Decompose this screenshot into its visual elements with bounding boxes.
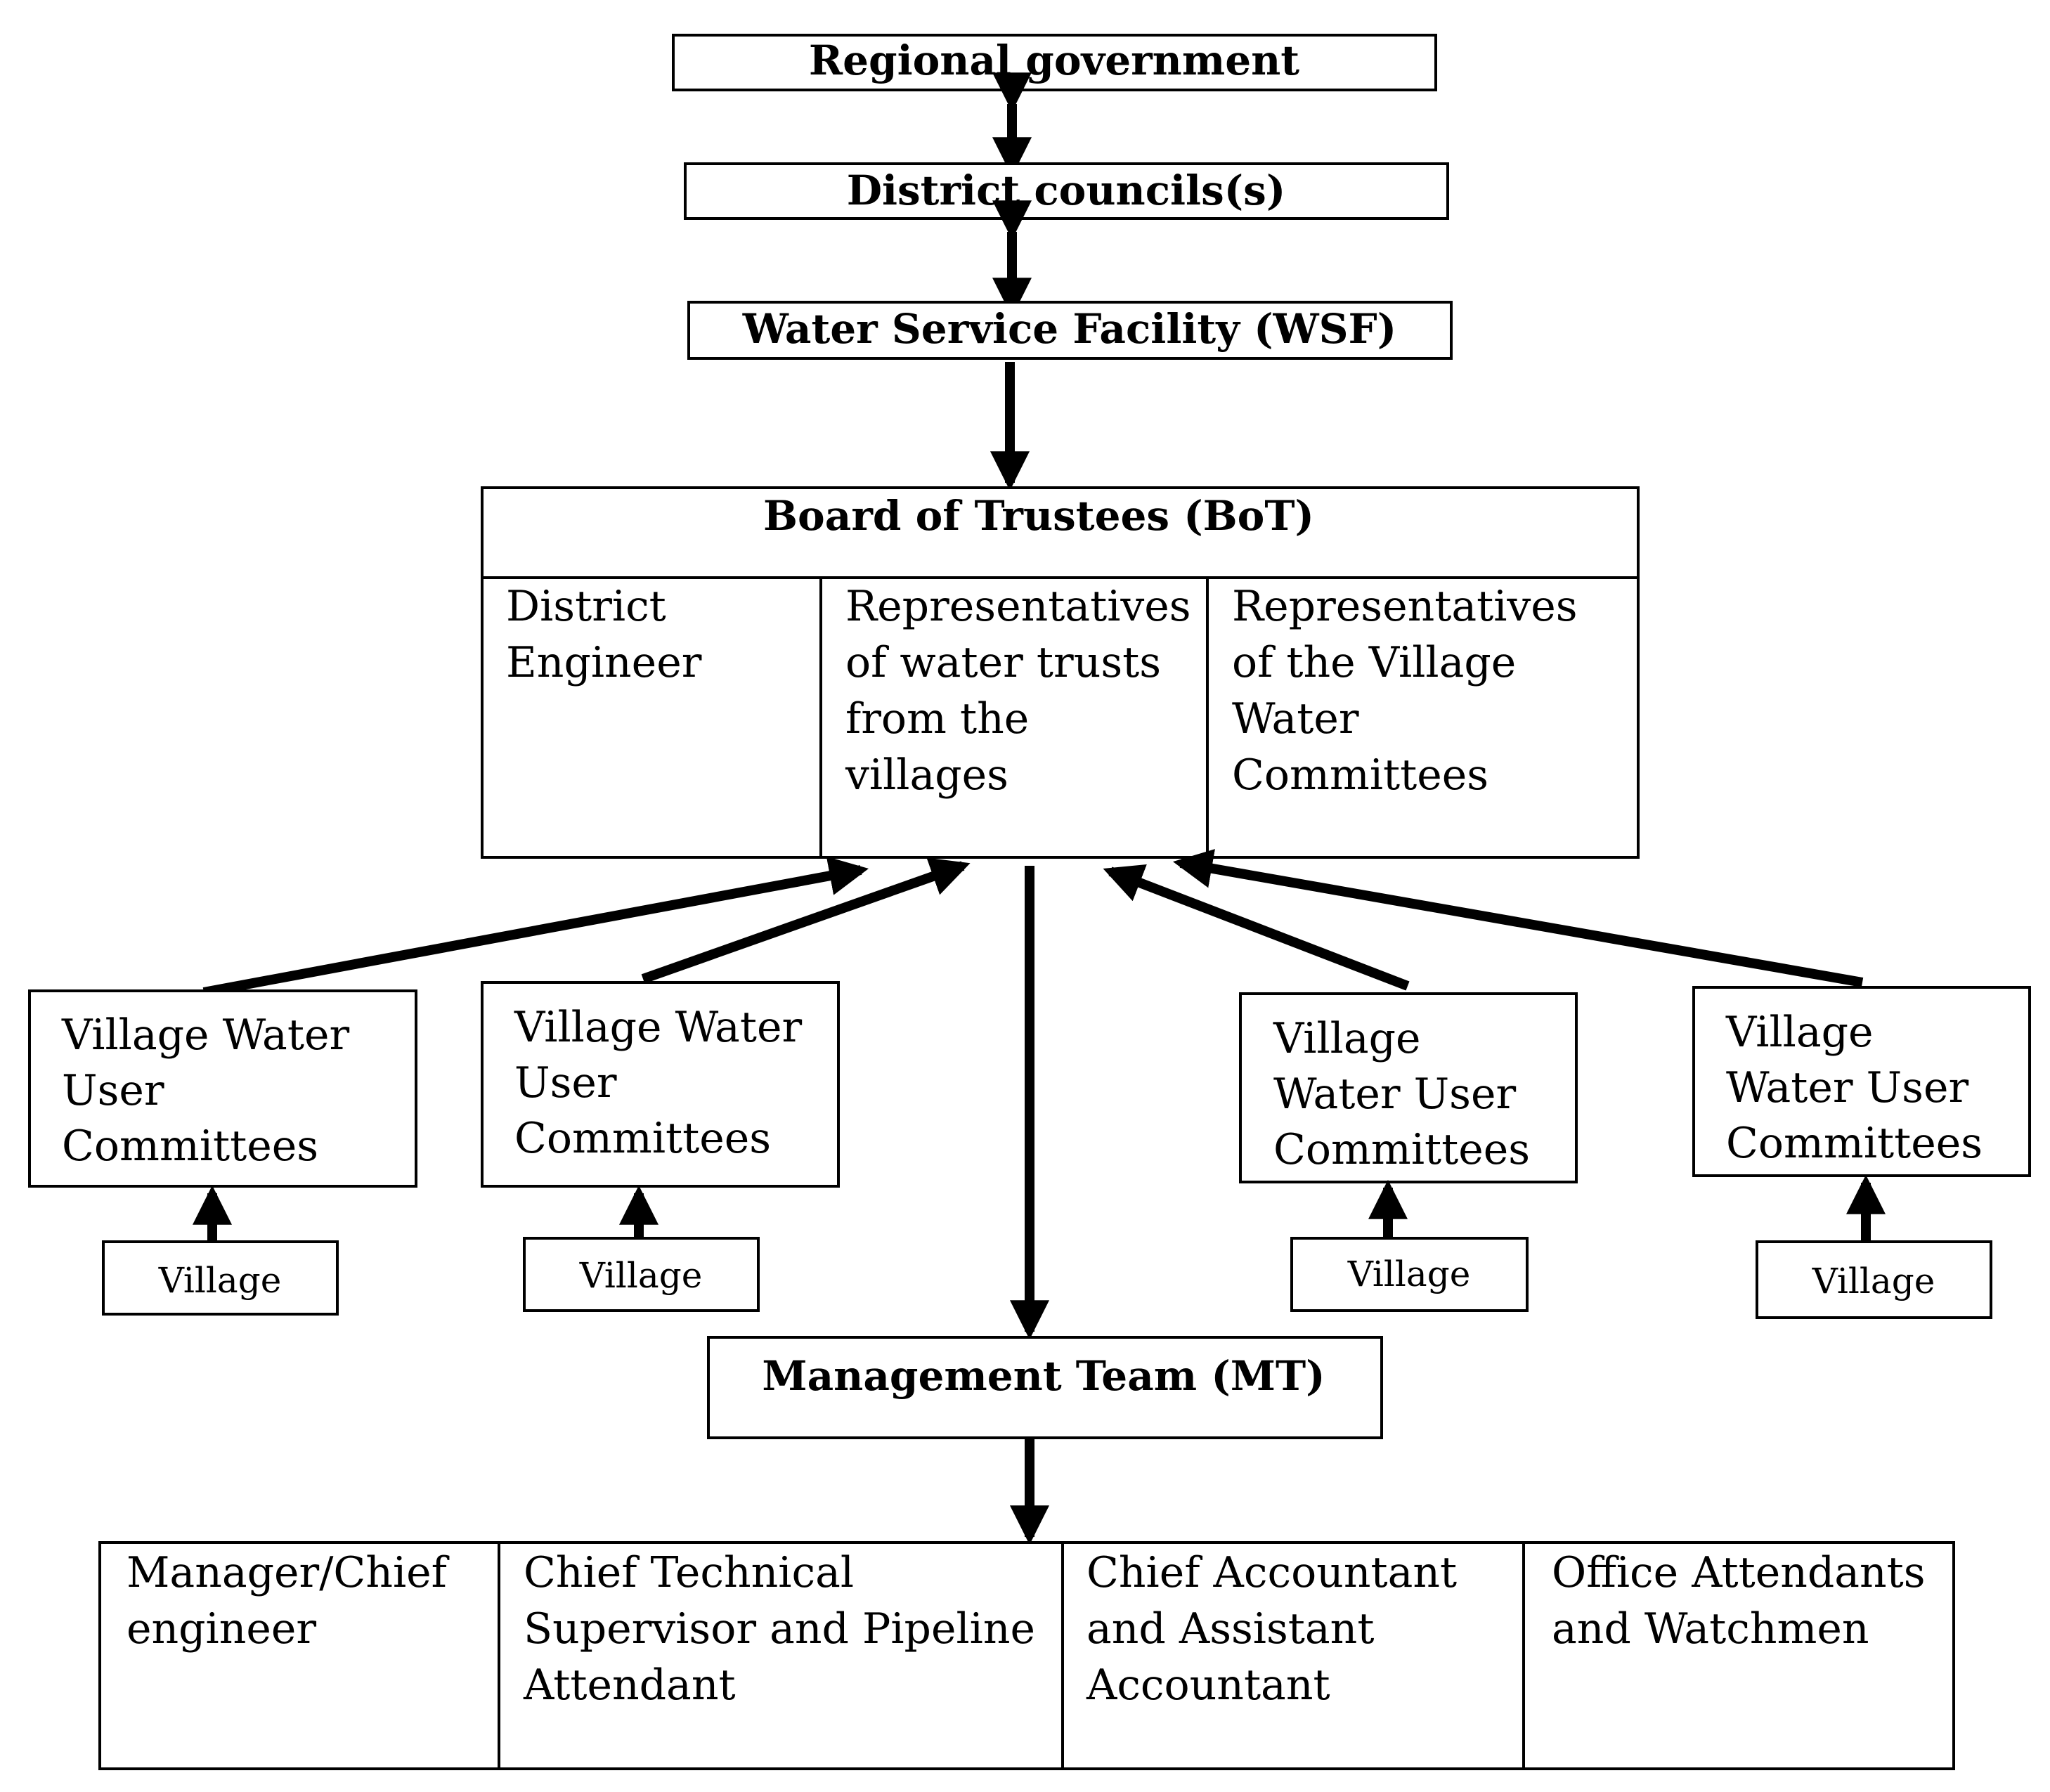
board-of-trustees: Board of Trustees (BoT) District Enginee… — [481, 486, 1640, 859]
board-title: Board of Trustees (BoT) — [763, 492, 1314, 540]
management-member-technical-supervisor: Chief Technical Supervisor and Pipeline … — [523, 1548, 1049, 1710]
management-team-title: Management Team (MT) — [762, 1352, 1325, 1400]
management-member-attendants: Office Attendants and Watchmen — [1552, 1548, 1939, 1654]
management-team-node: Management Team (MT) — [707, 1336, 1383, 1439]
management-staff-table: Manager/Chief engineer Chief Technical S… — [98, 1541, 1955, 1770]
management-member-manager: Manager/Chief engineer — [126, 1548, 460, 1654]
board-member-village-water-committees: Representatives of the Village Water Com… — [1232, 582, 1591, 800]
village-label-4: Village — [1812, 1261, 1935, 1301]
village-label-1: Village — [158, 1260, 282, 1301]
regional-government-label: Regional government — [809, 37, 1299, 84]
board-member-district-engineer: District Engineer — [506, 582, 702, 687]
village-node-3: Village — [1290, 1237, 1529, 1312]
district-councils-label: District councils(s) — [847, 167, 1286, 214]
committee-4-board-arrow — [1172, 849, 1864, 987]
committee-node-2: Village Water User Committees — [481, 981, 840, 1188]
management-member-accountant: Chief Accountant and Assistant Accountan… — [1086, 1548, 1470, 1710]
village-label-2: Village — [579, 1255, 703, 1296]
committee-label-1: Village Water User Committees — [61, 1011, 363, 1171]
district-councils-node: District councils(s) — [684, 162, 1449, 220]
wsf-node: Water Service Facility (WSF) — [687, 301, 1453, 360]
committee-label-3: Village Water User Committees — [1273, 1014, 1530, 1174]
committee-3-board-arrow — [1103, 864, 1410, 991]
board-member-water-trusts: Representatives of water trusts from the… — [845, 582, 1205, 800]
regional-government-node: Regional government — [672, 34, 1437, 91]
committee-label-2: Village Water User Committees — [514, 1003, 815, 1163]
village-node-2: Village — [523, 1237, 760, 1312]
village-node-1: Village — [102, 1240, 339, 1316]
wsf-label: Water Service Facility (WSF) — [742, 305, 1396, 353]
committee-node-3: Village Water User Committees — [1239, 992, 1578, 1183]
village-node-4: Village — [1756, 1240, 1992, 1319]
committee-label-4: Village Water User Committees — [1725, 1008, 1983, 1168]
committee-2-board-arrow — [641, 857, 971, 984]
village-label-3: Village — [1347, 1254, 1471, 1294]
committee-node-4: Village Water User Committees — [1692, 986, 2031, 1177]
committee-node-1: Village Water User Committees — [28, 989, 417, 1188]
committee-1-board-arrow — [202, 856, 869, 997]
